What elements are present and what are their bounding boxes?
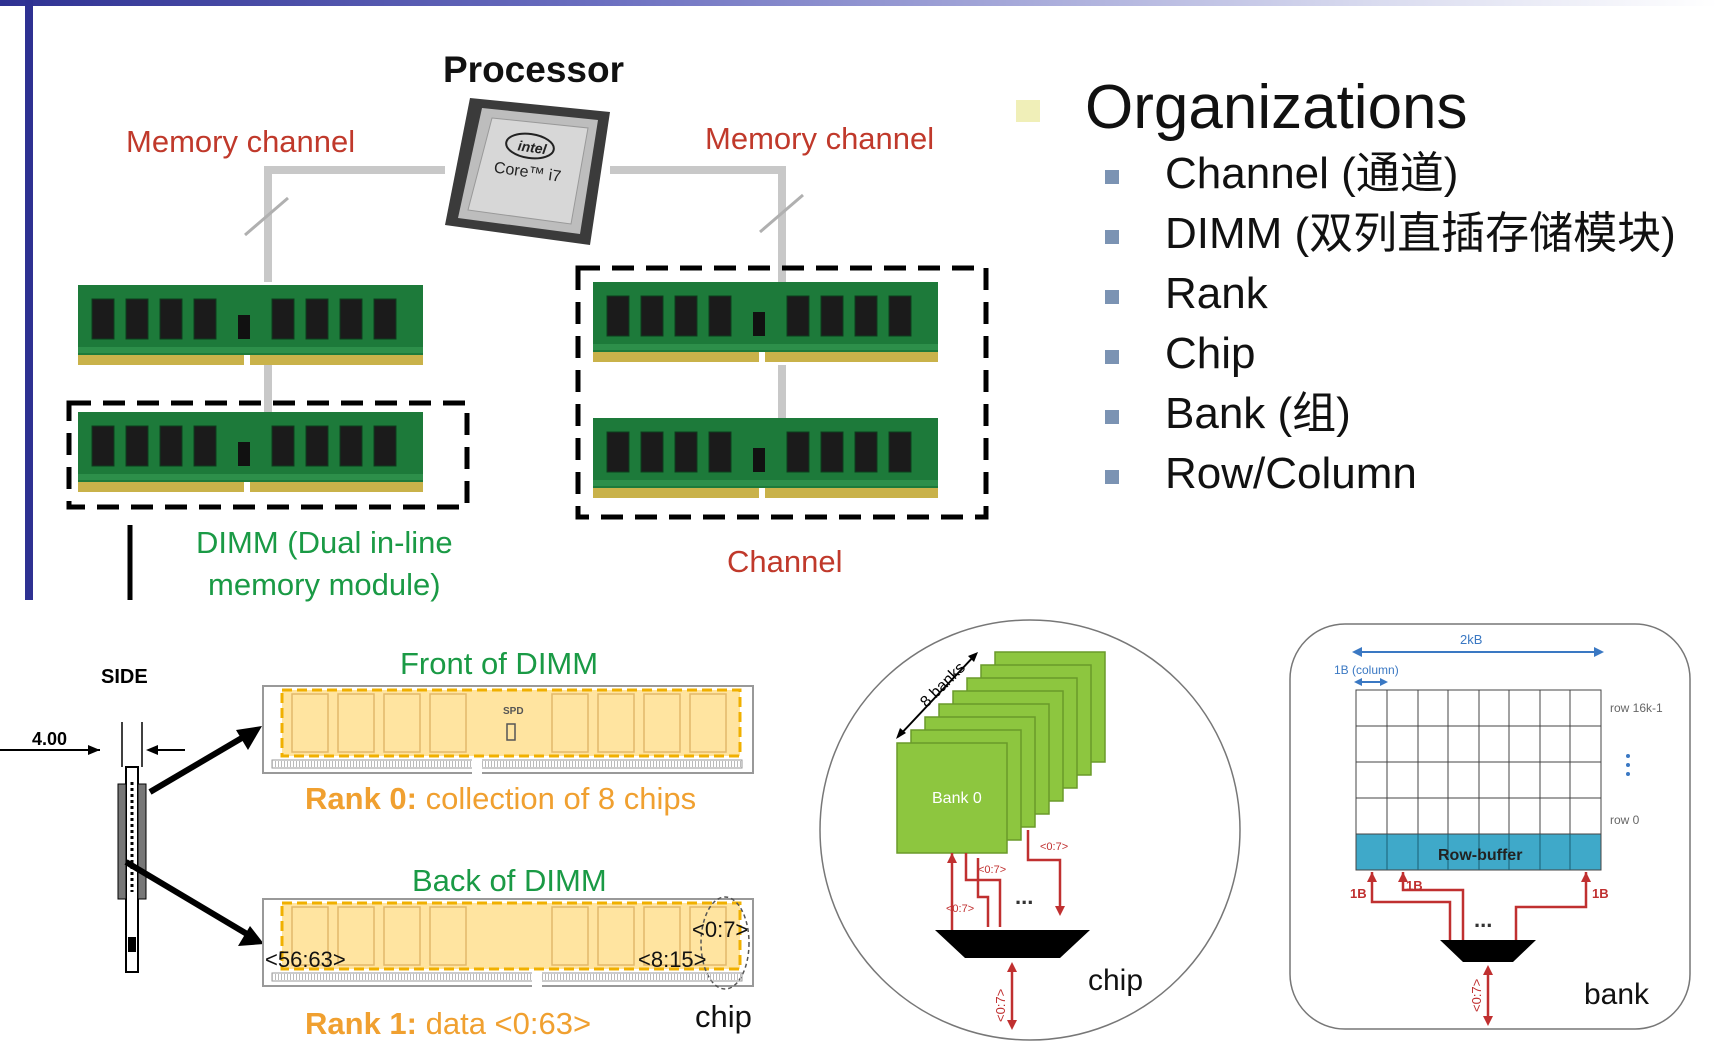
bank-bus-out-label: <0:7> bbox=[1469, 979, 1484, 1012]
spd-label: SPD bbox=[503, 706, 524, 717]
left-accent-bar bbox=[25, 0, 33, 600]
processor-image: intel Core™ i7 bbox=[445, 98, 610, 245]
dimm-caption-line2: memory module) bbox=[208, 567, 441, 602]
front-dimm-drawing: SPD bbox=[262, 685, 754, 774]
list-item: Bank (组) bbox=[1105, 388, 1676, 448]
bits-8-15-label: <8:15> bbox=[638, 947, 707, 972]
chip-diagram: Bank 0 8 banks <0:7> <0:7> <0:7> ... <0:… bbox=[819, 619, 1241, 1041]
row-top-label: row 16k-1 bbox=[1610, 701, 1663, 715]
dimm-chip-label: chip bbox=[695, 999, 752, 1034]
channel-caption: Channel bbox=[727, 544, 843, 579]
memory-system-diagram: intel Core™ i7 bbox=[66, 98, 989, 600]
bullet bbox=[1105, 350, 1119, 364]
top-accent-bar bbox=[0, 0, 1718, 6]
bus-label-2: <0:7> bbox=[946, 903, 974, 915]
processor-label: Processor bbox=[443, 49, 624, 90]
side-width-label: 4.00 bbox=[32, 729, 67, 749]
bank0-label: Bank 0 bbox=[932, 790, 982, 807]
front-of-dimm-label: Front of DIMM bbox=[400, 646, 599, 681]
dimm-side-view: SIDE 4.00 bbox=[0, 666, 264, 973]
bullet bbox=[1105, 230, 1119, 244]
dimm-left-2 bbox=[77, 411, 424, 493]
bus-label-3: <0:7> bbox=[1040, 841, 1068, 853]
back-of-dimm-label: Back of DIMM bbox=[412, 863, 607, 898]
bus-out-label: <0:7> bbox=[993, 989, 1008, 1022]
bullet bbox=[1105, 470, 1119, 484]
row-width-label: 2kB bbox=[1460, 632, 1482, 647]
bullet bbox=[1105, 290, 1119, 304]
bank-caption: bank bbox=[1584, 978, 1650, 1011]
list-item: Rank bbox=[1105, 268, 1676, 328]
column-label: 1B (column) bbox=[1334, 663, 1399, 677]
side-label: SIDE bbox=[101, 666, 148, 688]
cpu-brand-text: intel bbox=[517, 137, 549, 157]
byte-label-3: 1B bbox=[1592, 886, 1609, 901]
dimm-right-1 bbox=[592, 281, 939, 363]
byte-label-2: 1B bbox=[1406, 878, 1423, 893]
byte-label-1: 1B bbox=[1350, 886, 1367, 901]
channel-highlight-box bbox=[575, 265, 989, 520]
bullet bbox=[1105, 410, 1119, 424]
memory-channel-right-label: Memory channel bbox=[705, 121, 935, 156]
list-item: Channel (通道) bbox=[1105, 148, 1676, 208]
list-item: DIMM (双列直插存储模块) bbox=[1105, 208, 1676, 268]
rank1-caption: Rank 1: data <0:63> bbox=[305, 1006, 592, 1041]
memory-channel-left-label: Memory channel bbox=[126, 124, 356, 159]
rank0-caption: Rank 0: collection of 8 chips bbox=[305, 781, 697, 816]
dimm-left-1 bbox=[77, 284, 424, 366]
chip-ellipsis: ... bbox=[1015, 884, 1033, 909]
row-bottom-label: row 0 bbox=[1610, 813, 1640, 827]
bits-0-7-label: <0:7> bbox=[692, 917, 749, 942]
row-buffer-label: Row-buffer bbox=[1438, 847, 1522, 864]
title-bullet bbox=[1016, 100, 1040, 122]
dimm-caption-line1: DIMM (Dual in-line bbox=[196, 525, 453, 560]
chip-caption: chip bbox=[1088, 964, 1143, 997]
bits-56-63-label: <56:63> bbox=[265, 947, 346, 972]
bus-label-1: <0:7> bbox=[978, 864, 1006, 876]
dimm-right-2 bbox=[592, 417, 939, 499]
bank-ellipsis: ... bbox=[1474, 907, 1492, 932]
organizations-list: Channel (通道) DIMM (双列直插存储模块) Rank Chip B… bbox=[1105, 148, 1676, 508]
back-dimm-drawing bbox=[262, 896, 754, 990]
organizations-title: Organizations bbox=[1085, 73, 1468, 142]
dimm-highlight-box bbox=[66, 400, 470, 510]
bullet bbox=[1105, 170, 1119, 184]
bank-diagram: 2kB 1B (column) Row-buffer row 16k-1 row… bbox=[1289, 623, 1691, 1030]
list-item: Chip bbox=[1105, 328, 1676, 388]
list-item: Row/Column bbox=[1105, 448, 1676, 508]
